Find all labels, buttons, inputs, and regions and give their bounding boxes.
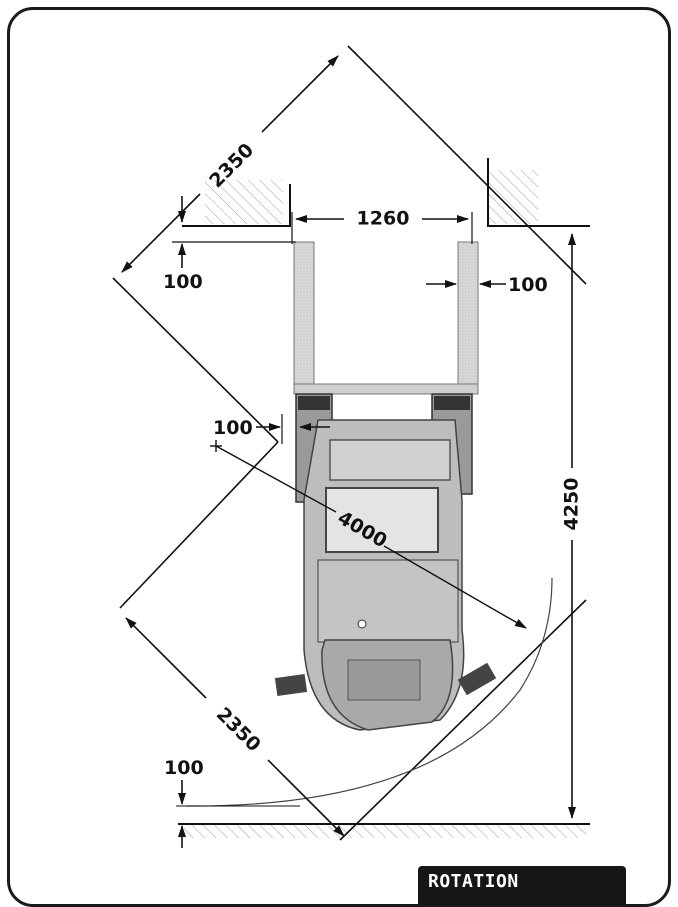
dimension-aisle-length: 4250 [561,233,583,819]
rotation-badge: ROTATION [418,866,626,906]
dimension-side-clearance: 100 [213,414,330,444]
svg-text:1260: 1260 [357,208,410,230]
fork-left [293,241,315,391]
wall-top-right [487,158,590,227]
svg-text:2350: 2350 [212,703,265,756]
rotation-envelope [112,45,587,841]
svg-text:100: 100 [508,274,548,296]
dimension-top-left-clearance: 100 [163,196,296,293]
dimension-fork-spread: 1260 [291,208,473,244]
dimension-bottom-clearance: 100 [164,757,300,848]
turning-arc [185,577,553,807]
rear-wheel-left [274,673,308,697]
svg-text:100: 100 [164,757,204,779]
wall-bottom [178,823,590,838]
fork-carriage [293,383,479,395]
svg-text:100: 100 [163,271,203,293]
rear-wheel-right [457,662,497,696]
dimension-right-clearance: 100 [426,274,548,296]
dimension-top-diagonal: 2350 [121,55,339,273]
seat-area [317,559,459,643]
wall-top-left [182,180,291,227]
svg-text:100: 100 [213,417,253,439]
overhead-guard [329,439,451,481]
svg-text:4250: 4250 [561,478,583,531]
forklift [274,241,497,731]
rotation-label: ROTATION [428,871,519,892]
fork-right [457,241,479,391]
cab-window [325,487,439,553]
